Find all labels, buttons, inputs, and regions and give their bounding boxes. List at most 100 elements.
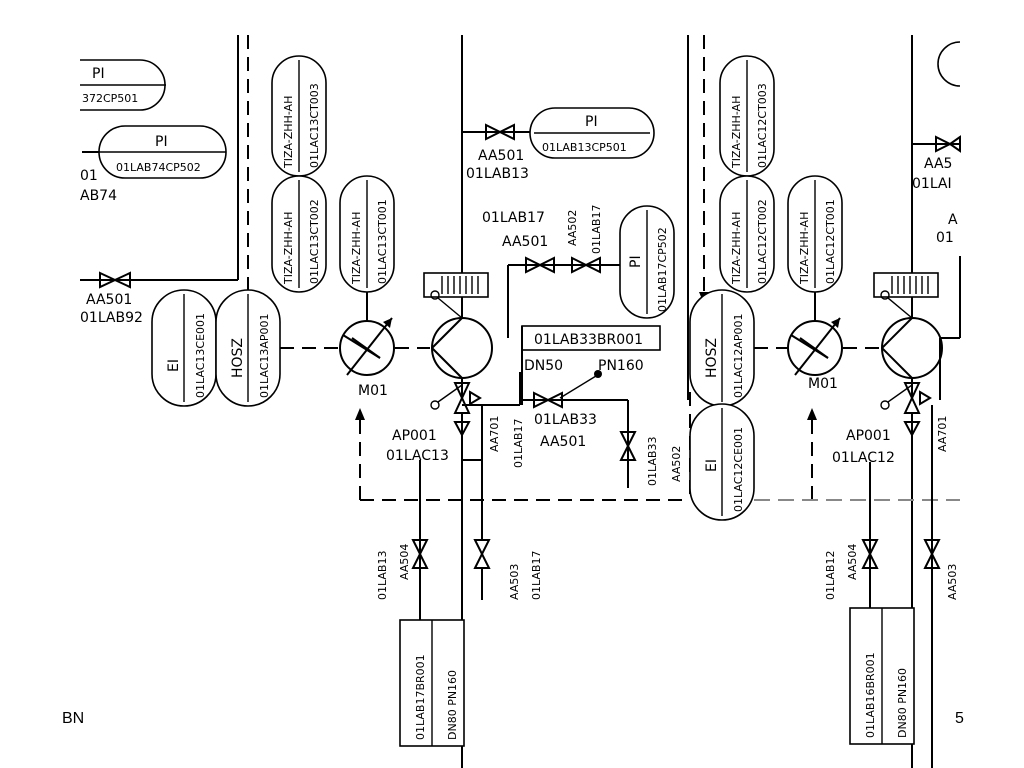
svg-text:01LAC13CT001: 01LAC13CT001 — [376, 199, 389, 284]
label-aa501-lab33: AA501 — [540, 434, 586, 450]
svg-text:TIZA-ZHH-AH: TIZA-ZHH-AH — [798, 212, 811, 285]
valve-aa501-lab17[interactable] — [525, 256, 555, 274]
label-pn160-a: PN160 — [598, 358, 644, 374]
valve-aa503-lac12[interactable] — [923, 539, 941, 569]
corner-label-left: BN — [62, 710, 85, 727]
valve-aa504-lab12[interactable] — [861, 539, 879, 569]
label-lai-right: 01LAI — [912, 176, 952, 192]
label-lab13-b: 01LAB13 — [376, 551, 389, 600]
label-aa504-lab13: AA504 — [398, 544, 411, 580]
svg-text:01LAC12CT002: 01LAC12CT002 — [756, 199, 769, 284]
pump-ap001-lac12[interactable] — [873, 272, 943, 410]
tiza-ct001-lac12: TIZA-ZHH-AH 01LAC12CT001 — [787, 175, 843, 293]
label-lab17-a: 01LAB17 — [482, 210, 545, 226]
svg-text:PI: PI — [92, 66, 105, 82]
svg-text:01LAB17CP502: 01LAB17CP502 — [656, 227, 669, 312]
svg-text:01LAC13AP001: 01LAC13AP001 — [258, 313, 271, 398]
pi-instrument-lab74: PI 01LAB74CP502 — [82, 125, 227, 179]
label-aa503-lac12: AA503 — [946, 564, 959, 600]
svg-text:01LAC12CT001: 01LAC12CT001 — [824, 199, 837, 284]
label-01-right: 01 — [936, 230, 954, 246]
pi-instrument-top-left: PI 372CP501 — [80, 59, 166, 111]
tiza-ct002-lac13: TIZA-ZHH-AH 01LAC13CT002 — [271, 175, 327, 293]
svg-text:01LAB17BR001: 01LAB17BR001 — [414, 654, 427, 740]
restrictor-lab33br001: 01LAB33BR001 — [521, 325, 661, 351]
svg-text:HOSZ: HOSZ — [230, 338, 246, 378]
valve-aa501-lab92[interactable] — [99, 271, 131, 289]
valve-aa502-lab17[interactable] — [571, 256, 601, 274]
label-lab17-b: 01LAB17 — [590, 205, 603, 254]
pi-instrument-lab17: PI 01LAB17CP502 — [619, 205, 675, 319]
svg-text:TIZA-ZHH-AH: TIZA-ZHH-AH — [282, 212, 295, 285]
svg-text:01LAC13CE001: 01LAC13CE001 — [194, 313, 207, 398]
svg-text:HOSZ: HOSZ — [704, 338, 720, 378]
svg-text:PI: PI — [585, 114, 598, 130]
label-aa503-lab17: AA503 — [508, 564, 521, 600]
svg-text:TIZA-ZHH-AH: TIZA-ZHH-AH — [350, 212, 363, 285]
label-aa501-left: AA501 — [86, 292, 132, 308]
restrictor-lab16br001: 01LAB16BR001 DN80 PN160 — [849, 607, 915, 745]
svg-text:01LAB74CP502: 01LAB74CP502 — [116, 161, 201, 174]
label-ap001-lac13: AP001 — [392, 428, 437, 444]
pump-ap001-lac13[interactable] — [423, 272, 493, 410]
svg-text:TIZA-ZHH-AH: TIZA-ZHH-AH — [282, 96, 295, 169]
motor-m01-lac12[interactable] — [787, 317, 843, 376]
label-lab13: 01LAB13 — [466, 166, 529, 182]
valve-aa701-lac13[interactable] — [453, 382, 482, 438]
corner-label-right: 5 — [955, 710, 964, 727]
label-lac13: 01LAC13 — [386, 448, 449, 464]
valve-aa501-lab13[interactable] — [485, 123, 515, 141]
label-lab17-d: 01LAB17 — [530, 551, 543, 600]
svg-text:TIZA-ZHH-AH: TIZA-ZHH-AH — [730, 212, 743, 285]
label-aa5-right: AA5 — [924, 156, 952, 172]
svg-text:01LAC12AP001: 01LAC12AP001 — [732, 313, 745, 398]
svg-text:01LAB33BR001: 01LAB33BR001 — [534, 332, 643, 348]
svg-text:372CP501: 372CP501 — [82, 92, 138, 105]
label-lab33-b: 01LAB33 — [646, 437, 659, 486]
svg-text:DN80 PN160: DN80 PN160 — [896, 668, 909, 738]
svg-text:PI: PI — [155, 134, 168, 150]
label-aa701-lac12: AA701 — [936, 416, 949, 452]
label-aa502-lab17: AA502 — [566, 210, 579, 246]
label-dn50: DN50 — [524, 358, 563, 374]
svg-text:DN80 PN160: DN80 PN160 — [446, 670, 459, 740]
valve-aa502-lab33[interactable] — [619, 431, 637, 461]
svg-text:TIZA-ZHH-AH: TIZA-ZHH-AH — [730, 96, 743, 169]
tiza-ct002-lac12: TIZA-ZHH-AH 01LAC12CT002 — [719, 175, 775, 293]
label-lab92: 01LAB92 — [80, 310, 143, 326]
tiza-ct003-lac13: TIZA-ZHH-AH 01LAC13CT003 — [271, 55, 327, 177]
tiza-ct001-lac13: TIZA-ZHH-AH 01LAC13CT001 — [339, 175, 395, 293]
ei-lac13: EI 01LAC13CE001 — [151, 289, 217, 407]
motor-m01-lac13[interactable] — [339, 317, 395, 376]
label-ap001-lac12: AP001 — [846, 428, 891, 444]
svg-text:01LAC13CT002: 01LAC13CT002 — [308, 199, 321, 284]
valve-aa504-lab13[interactable] — [411, 539, 429, 569]
label-aa501-lab17: AA501 — [502, 234, 548, 250]
label-aa501-lab13: AA501 — [478, 148, 524, 164]
svg-text:01LAC12CT003: 01LAC12CT003 — [756, 83, 769, 168]
label-frag-01: 01 — [80, 168, 98, 184]
valve-aa503-lab17[interactable] — [473, 539, 491, 569]
label-lab33-a: 01LAB33 — [534, 412, 597, 428]
valve-aa501-lab33[interactable] — [533, 391, 563, 409]
label-m01-lac12: M01 — [808, 376, 838, 392]
restrictor-lab17br001: 01LAB17BR001 DN80 PN160 — [399, 619, 465, 747]
hosz-lac12: HOSZ 01LAC12AP001 — [689, 289, 755, 407]
valve-aa701-lac12[interactable] — [903, 382, 932, 438]
pi-instrument-right-fragment — [937, 41, 961, 87]
label-m01-lac13: M01 — [358, 383, 388, 399]
svg-text:01LAC12CE001: 01LAC12CE001 — [732, 427, 745, 512]
valve-right-fragment[interactable] — [935, 135, 961, 153]
label-lab12: 01LAB12 — [824, 551, 837, 600]
label-a-right: A — [948, 212, 958, 228]
svg-text:PI: PI — [628, 255, 644, 268]
label-aa701: AA701 — [488, 416, 501, 452]
label-aa502-lab33: AA502 — [670, 446, 683, 482]
tiza-ct003-lac12: TIZA-ZHH-AH 01LAC12CT003 — [719, 55, 775, 177]
ei-lac12: EI 01LAC12CE001 — [689, 403, 755, 521]
label-aa504-lab12: AA504 — [846, 544, 859, 580]
svg-text:01LAB16BR001: 01LAB16BR001 — [864, 652, 877, 738]
pi-instrument-lab13: PI 01LAB13CP501 — [529, 107, 655, 159]
svg-text:01LAC13CT003: 01LAC13CT003 — [308, 83, 321, 168]
